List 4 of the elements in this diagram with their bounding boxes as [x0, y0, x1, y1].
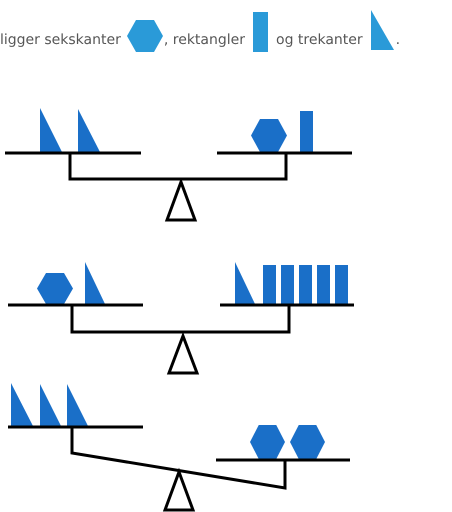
sentence-text: , rektangler [164, 32, 246, 50]
sentence-text: og trekanter [276, 32, 363, 50]
sentence-text: ligger sekskanter [0, 32, 121, 50]
sentence-period: . [396, 32, 400, 50]
